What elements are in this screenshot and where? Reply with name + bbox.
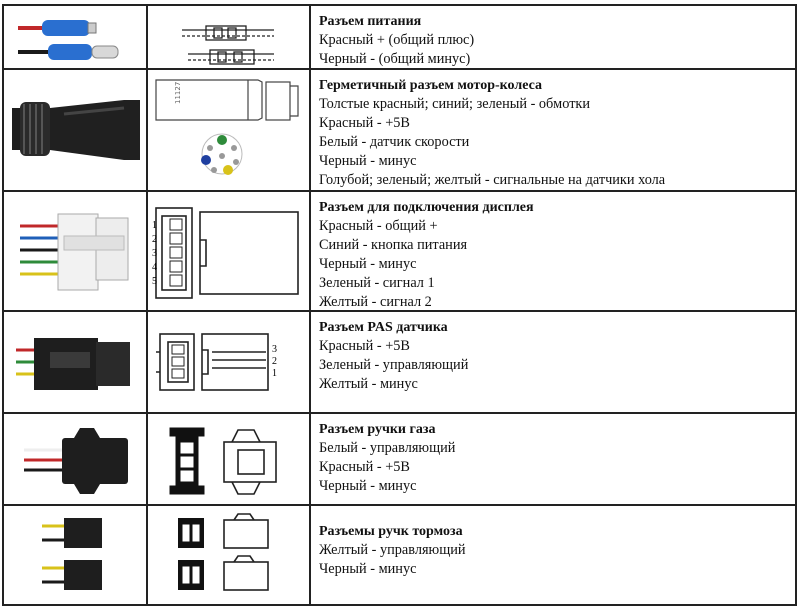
section-title: Разъем ручки газа [319,422,436,437]
table-row: Разъем питания Красный + (общий плюс) Че… [2,4,797,68]
pin-number: 1 [152,220,157,231]
pin-line: Белый - датчик скорости [319,134,470,150]
pin-line: Красный - общий + [319,218,438,234]
photo-cell [2,6,148,68]
pin-number: 1 [272,368,277,379]
pin-slot [169,232,183,245]
section-title: Разъем для подключения дисплея [319,200,534,215]
pin-line: Голубой; зеленый; желтый - сигнальные на… [319,172,666,188]
brake-connector-photo [42,518,102,590]
pin-number: 4 [152,262,157,273]
pin-line: Черный - минус [319,561,417,577]
section-title: Разъем PAS датчика [319,320,448,335]
pin-line: Красный - +5В [319,115,410,131]
pin-number: 5 [152,276,157,287]
pas-connector-photo [16,338,130,390]
display-connector-diagram: 1 2 3 4 5 [152,207,299,299]
pin-line: Красный - +5В [319,338,410,354]
power-connector-diagram [182,25,274,65]
pin-line: Синий - кнопка питания [319,237,468,253]
photo-cell [2,312,148,412]
pin-line: Красный - +5В [319,459,410,475]
section-title: Разъемы ручк тормоза [319,524,463,539]
description-cell: Разъемы ручк тормоза Желтый - управляющи… [309,506,797,604]
pin-line: Черный - минус [319,153,417,169]
diagram-cell [146,506,311,604]
brake-connector-diagram [178,513,269,591]
table-row: Разъемы ручк тормоза Желтый - управляющи… [2,504,797,606]
diagram-label: 11127 [174,82,182,104]
pin-line: Желтый - сигнал 2 [319,294,432,310]
motor-connector-diagram: 11127 [155,79,299,175]
description-cell: Герметичный разъем мотор-колеса Толстые … [309,70,797,190]
photo-cell [2,506,148,604]
pin-slot [169,218,183,231]
pin-slot [171,344,185,355]
table-row: 11127 Герметичный разъем мотор-колеса То… [2,68,797,190]
pin-line: Черный - минус [319,478,417,494]
pin-line: Черный - (общий минус) [319,51,471,67]
pin-line: Белый - управляющий [319,440,456,456]
pin-number: 2 [152,234,157,245]
pin-slot [171,368,185,379]
pin-line: Зеленый - сигнал 1 [319,275,435,291]
display-connector-photo [20,213,129,291]
diagram-cell: 1 2 3 4 5 [146,192,311,310]
pin-line: Толстые красный; синий; зеленый - обмотк… [319,96,591,112]
description-cell: Разъем PAS датчика Красный - +5В Зеленый… [309,312,797,412]
power-connector-photo [18,20,119,60]
table-row: Разъем ручки газа Белый - управляющий Кр… [2,412,797,504]
diagram-cell: 11127 [146,70,311,190]
pin-line: Желтый - минус [319,376,418,392]
pin-slot [169,274,183,287]
pin-line: Красный + (общий плюс) [319,32,475,48]
photo-cell [2,70,148,190]
pas-connector-diagram: 321 [156,333,277,391]
pin-number: 3 [272,344,277,355]
photo-cell [2,192,148,310]
pin-line: Зеленый - управляющий [319,357,469,373]
description-cell: Разъем ручки газа Белый - управляющий Кр… [309,414,797,504]
pin-slot [171,356,185,367]
throttle-connector-diagram [169,427,277,495]
pin-number: 3 [152,248,157,259]
photo-cell [2,414,148,504]
diagram-cell [146,414,311,504]
description-cell: Разъем для подключения дисплея Красный -… [309,192,797,310]
pin-slot [169,246,183,259]
section-title: Герметичный разъем мотор-колеса [319,78,542,93]
section-title: Разъем питания [319,14,422,29]
description-cell: Разъем питания Красный + (общий плюс) Че… [309,6,797,68]
table-row: 1 2 3 4 5 Разъем для подключения дисплея Кра… [2,190,797,310]
diagram-cell [146,6,311,68]
motor-connector-photo [12,100,140,160]
throttle-connector-photo [24,428,128,494]
pin-slot [169,260,183,273]
pin-number: 2 [272,356,277,367]
pin-line: Желтый - управляющий [319,542,466,558]
pin-line: Черный - минус [319,256,417,272]
